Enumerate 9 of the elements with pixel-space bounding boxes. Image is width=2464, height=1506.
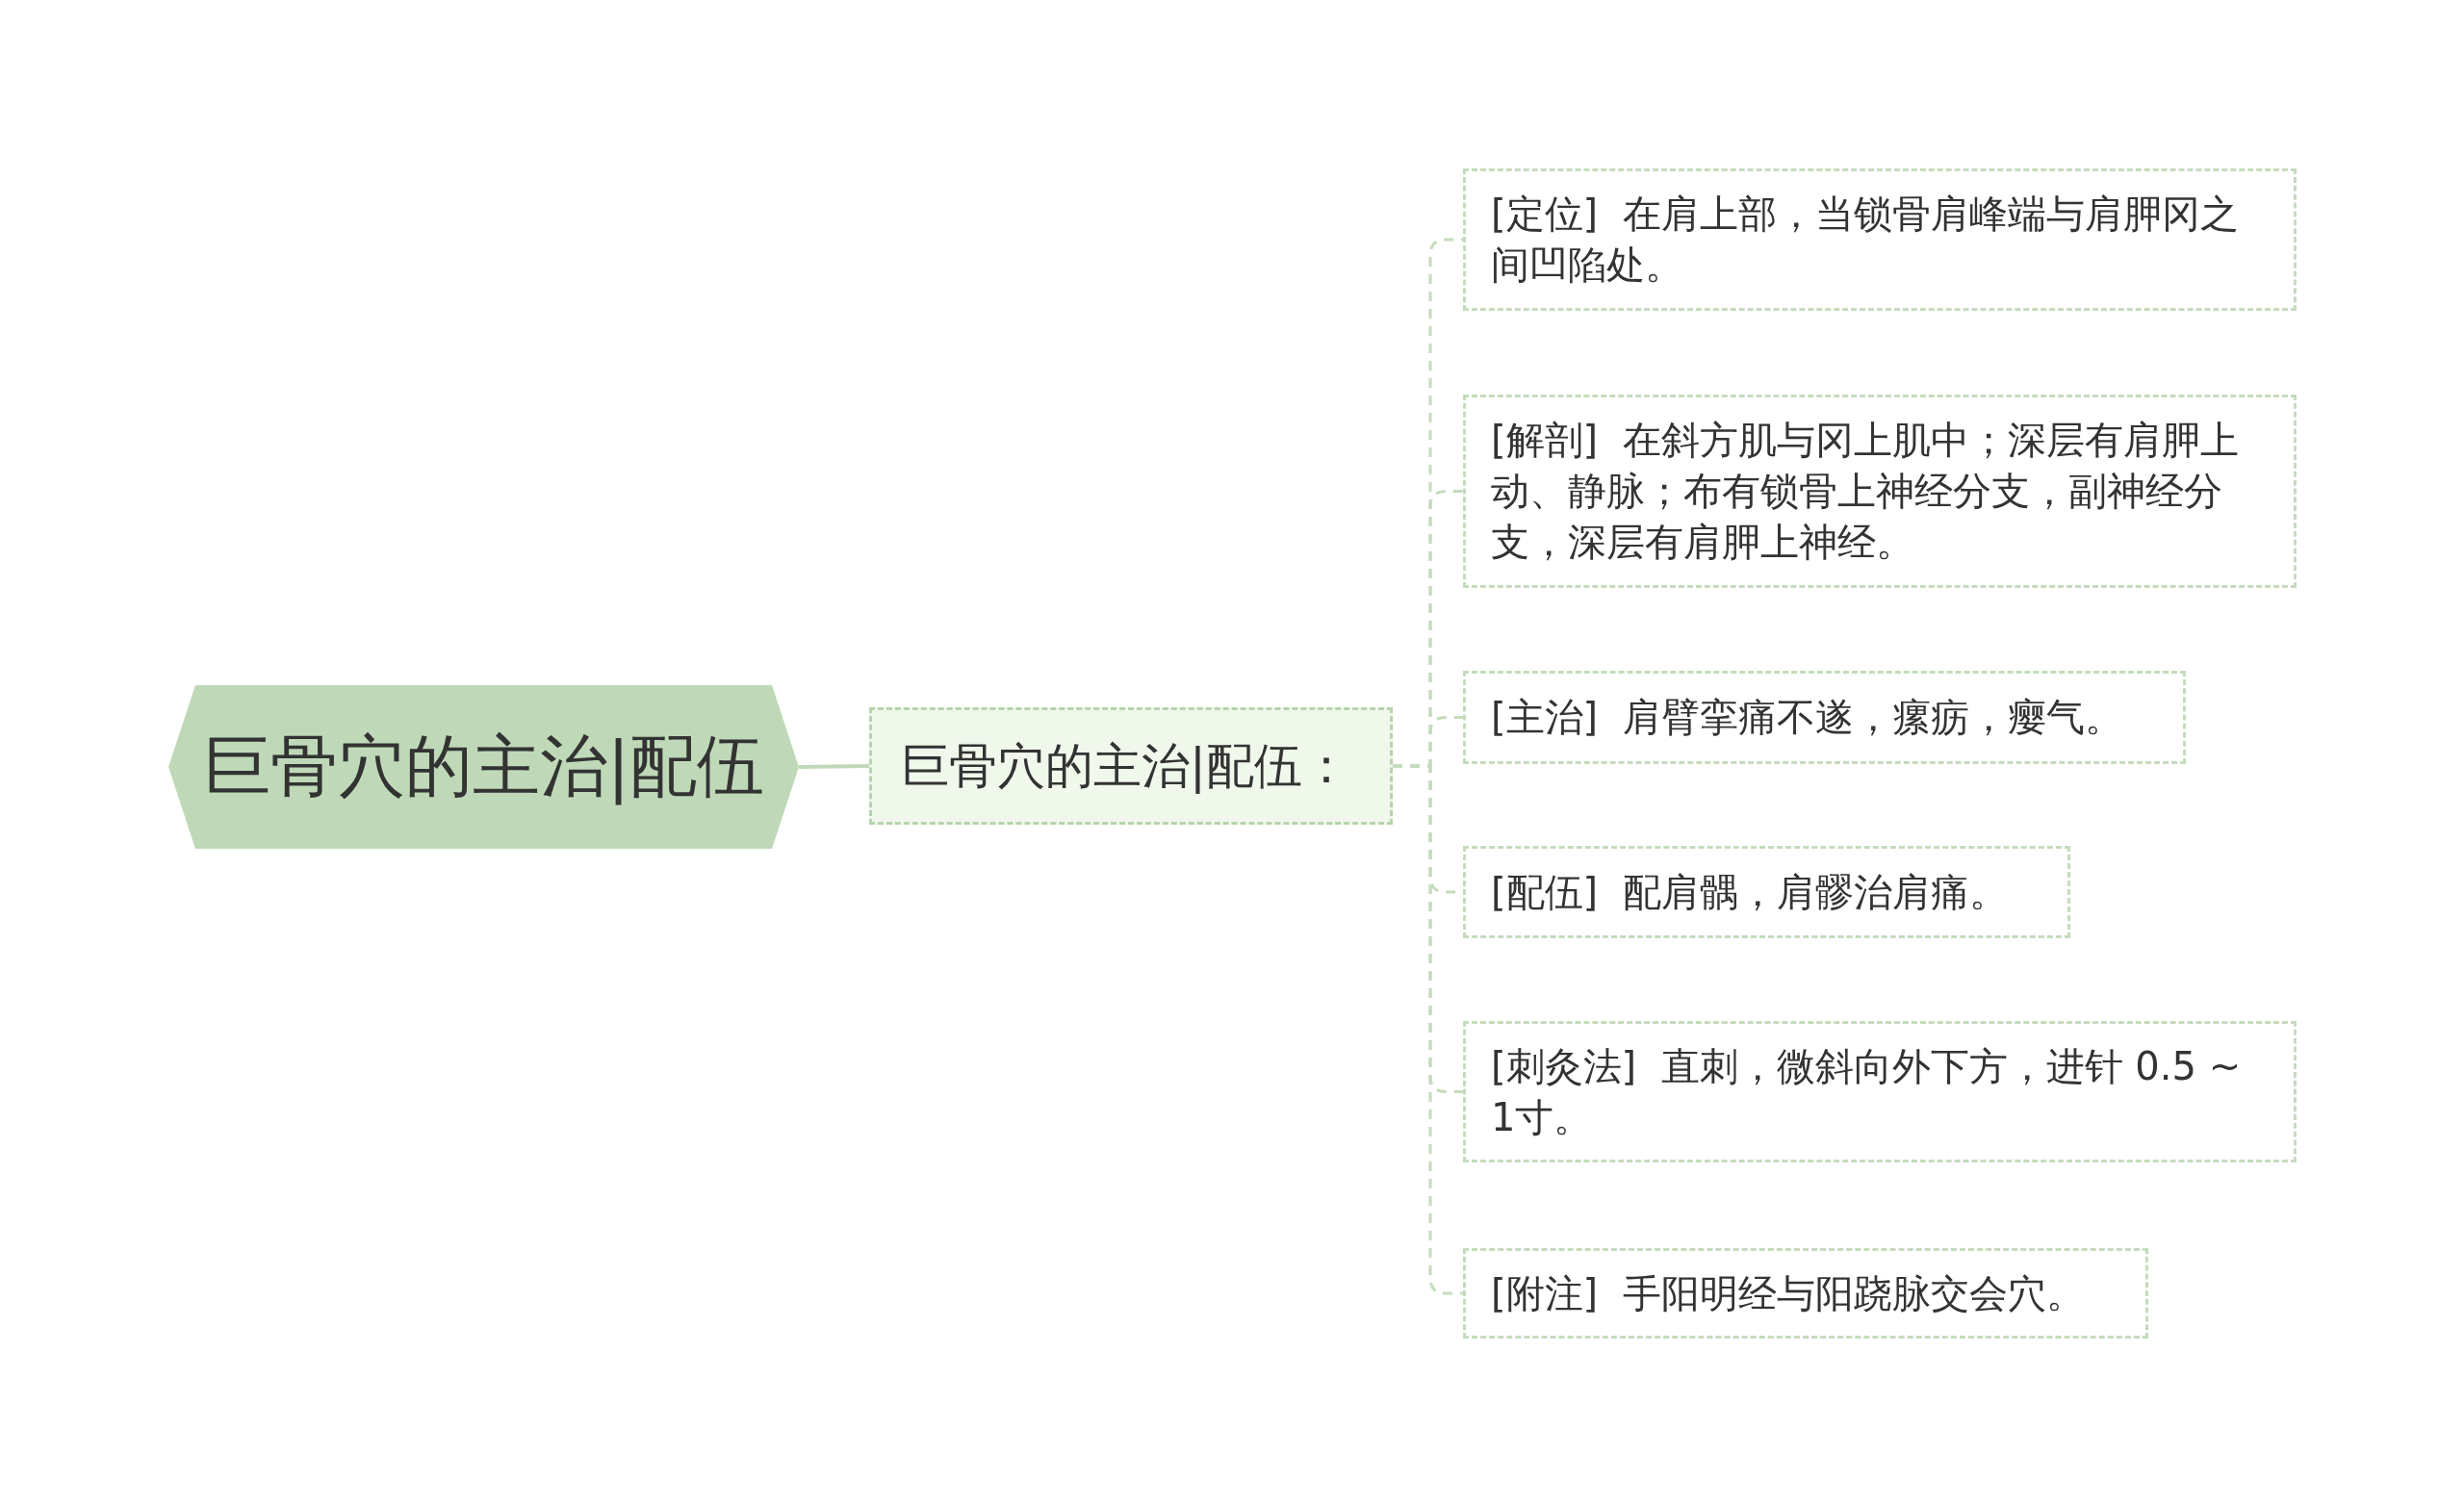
note-box: [主治] 肩臂挛痛不遂，瘰疬，瘿气。	[1463, 671, 2186, 764]
note-box: [解剖] 在斜方肌与冈上肌中；深层有肩胛上动、静脉；布有锁骨上神经分支，副神经分支，深层有肩胛上神经。	[1463, 395, 2297, 588]
note-box: [附注] 手阳明经与阳跷脉交会穴。	[1463, 1248, 2148, 1339]
connector-line	[798, 764, 870, 769]
note-box: [定位] 在肩上部，当锁骨肩峰端与肩胛冈之间凹陷处。	[1463, 168, 2297, 311]
note-box: [刺灸法] 直刺，微斜向外下方，进针 0.5 ~ 1寸。	[1463, 1021, 2297, 1162]
topic-hexagon: 巨骨穴的主治|配伍	[168, 685, 799, 849]
note-box: [配伍] 配肩髃，肩髎治肩痛。	[1463, 846, 2070, 938]
subtopic-box: 巨骨穴的主治|配伍：	[869, 707, 1393, 825]
